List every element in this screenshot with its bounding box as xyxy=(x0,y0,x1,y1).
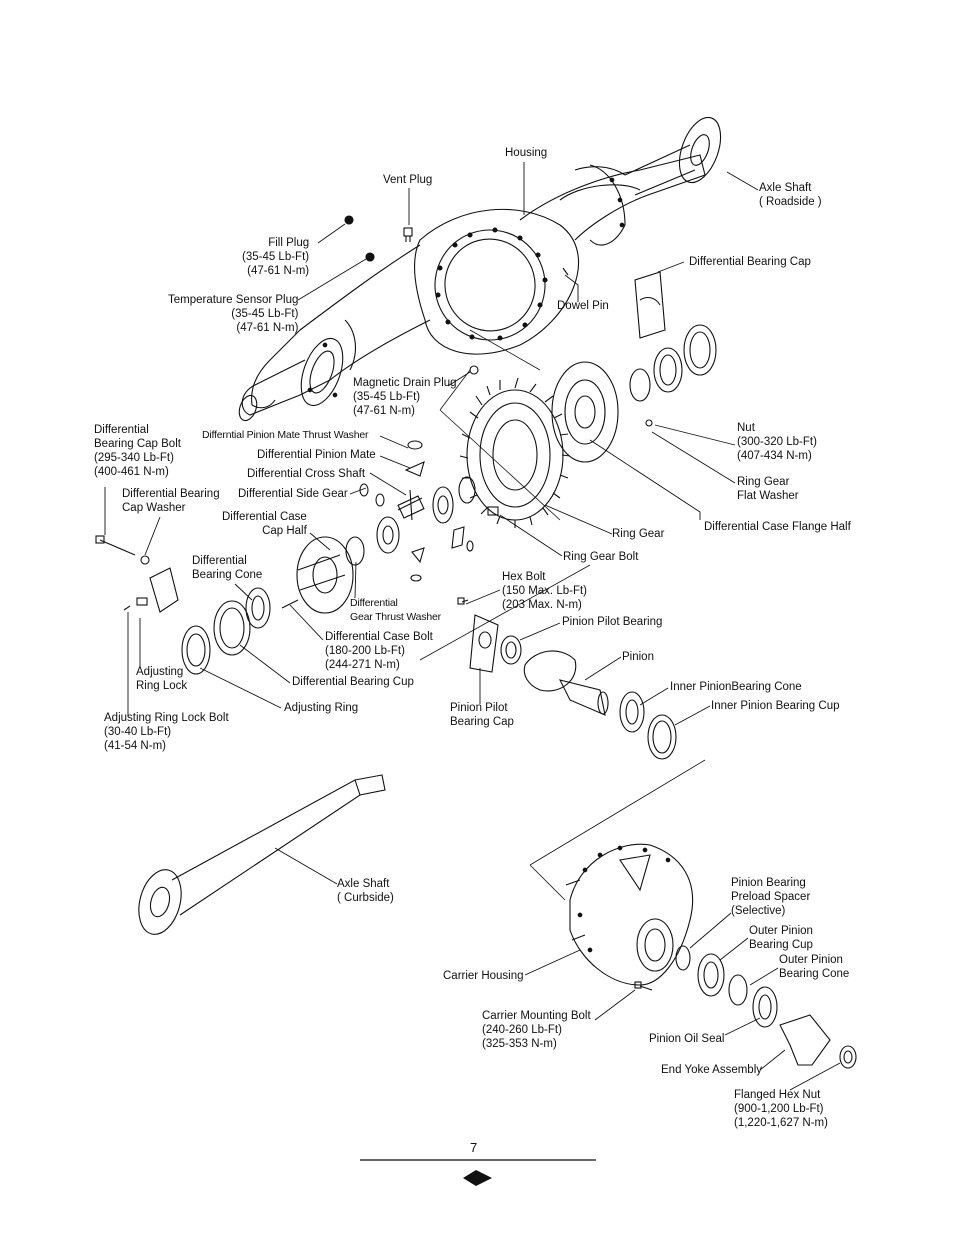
label-pinion: Pinion xyxy=(622,651,654,663)
leader-lines xyxy=(104,162,841,1091)
page-number: 7 xyxy=(470,1140,478,1155)
label-axle-shaft-roadside: Axle Shaft ( Roadside ) xyxy=(759,182,822,208)
plugs xyxy=(344,215,569,375)
label-diff-bearing-cup: Differential Bearing Cup xyxy=(292,676,414,688)
footer-ornament xyxy=(463,1170,492,1186)
spider-gears-art xyxy=(345,440,474,582)
label-ring-gear-flat-washer: Ring Gear Flat Washer xyxy=(737,476,799,502)
label-hex-bolt: Hex Bolt (150 Max. Lb-Ft) (203 Max. N-m) xyxy=(502,571,587,611)
label-magnetic-drain-plug: Magnetic Drain Plug (35-45 Lb-Ft) (47-61… xyxy=(353,377,457,417)
ring-gear-art xyxy=(458,361,619,528)
label-diff-pinion-mate-thrust-washer: Differntial Pinion Mate Thrust Washer xyxy=(202,429,369,441)
label-pinion-oil-seal: Pinion Oil Seal xyxy=(649,1033,725,1045)
label-diff-case-cap-half: Differential Case Cap Half xyxy=(222,511,307,537)
label-vent-plug: Vent Plug xyxy=(383,174,433,186)
label-adjusting-ring: Adjusting Ring xyxy=(284,702,359,714)
label-diff-gear-thrust-washer: Differential Gear Thrust Washer xyxy=(350,597,441,623)
label-inner-pinion-bearing-cone: Inner PinionBearing Cone xyxy=(670,681,802,693)
label-outer-pinion-bearing-cup: Outer Pinion Bearing Cup xyxy=(749,925,813,951)
label-inner-pinion-bearing-cup: Inner Pinion Bearing Cup xyxy=(711,700,840,712)
top-right-bearings xyxy=(629,324,717,427)
label-diff-bearing-cap-bolt: Differential Bearing Cap Bolt (295-340 L… xyxy=(94,424,181,478)
label-adjusting-ring-lock: Adjusting Ring Lock xyxy=(136,666,188,692)
label-dowel-pin: Dowel Pin xyxy=(557,300,609,312)
label-diff-side-gear: Differential Side Gear xyxy=(238,488,348,500)
assembly-guide-lines xyxy=(419,329,706,901)
axle-housing xyxy=(238,116,722,422)
label-ring-gear: Ring Gear xyxy=(612,528,665,540)
label-end-yoke-assembly: End Yoke Assembly xyxy=(661,1064,763,1076)
label-nut: Nut (300-320 Lb-Ft) (407-434 N-m) xyxy=(737,422,817,462)
label-carrier-mounting-bolt: Carrier Mounting Bolt (240-260 Lb-Ft) (3… xyxy=(482,1010,591,1050)
left-cap-art xyxy=(95,535,179,613)
label-pinion-pilot-bearing-cap: Pinion Pilot Bearing Cap xyxy=(450,702,514,728)
label-housing: Housing xyxy=(505,147,548,159)
case-cap-half-art xyxy=(181,536,354,675)
label-temp-sensor-plug: Temperature Sensor Plug (35-45 Lb-Ft) (4… xyxy=(168,294,299,334)
curbside-axle-art xyxy=(138,774,386,935)
label-pinion-bearing-preload-spacer: Pinion Bearing Preload Spacer (Selective… xyxy=(731,877,811,917)
label-diff-case-bolt: Differential Case Bolt (180-200 Lb-Ft) (… xyxy=(325,631,433,671)
diff-bearing-cap-art xyxy=(634,271,666,339)
label-diff-cross-shaft: Differential Cross Shaft xyxy=(247,468,366,480)
label-diff-bearing-cap: Differential Bearing Cap xyxy=(689,256,811,268)
carrier-housing-art xyxy=(565,843,857,1069)
label-flanged-hex-nut: Flanged Hex Nut (900-1,200 Lb-Ft) (1,220… xyxy=(734,1089,828,1129)
label-diff-case-flange-half: Differential Case Flange Half xyxy=(704,521,851,533)
label-axle-shaft-curbside: Axle Shaft ( Curbside) xyxy=(337,878,394,904)
label-carrier-housing: Carrier Housing xyxy=(443,970,524,982)
label-fill-plug: Fill Plug (35-45 Lb-Ft) (47-61 N-m) xyxy=(242,237,310,277)
pinion-art xyxy=(457,597,677,760)
label-ring-gear-bolt: Ring Gear Bolt xyxy=(563,551,639,563)
label-adjusting-ring-lock-bolt: Adjusting Ring Lock Bolt (30-40 Lb-Ft) (… xyxy=(104,712,229,752)
label-diff-bearing-cone: Differential Bearing Cone xyxy=(192,555,263,581)
label-diff-bearing-cap-washer: Differential Bearing Cap Washer xyxy=(122,488,220,514)
label-outer-pinion-bearing-cone: Outer Pinion Bearing Cone xyxy=(779,954,850,980)
label-pinion-pilot-bearing: Pinion Pilot Bearing xyxy=(562,616,663,628)
label-diff-pinion-mate: Differential Pinion Mate xyxy=(257,449,376,461)
